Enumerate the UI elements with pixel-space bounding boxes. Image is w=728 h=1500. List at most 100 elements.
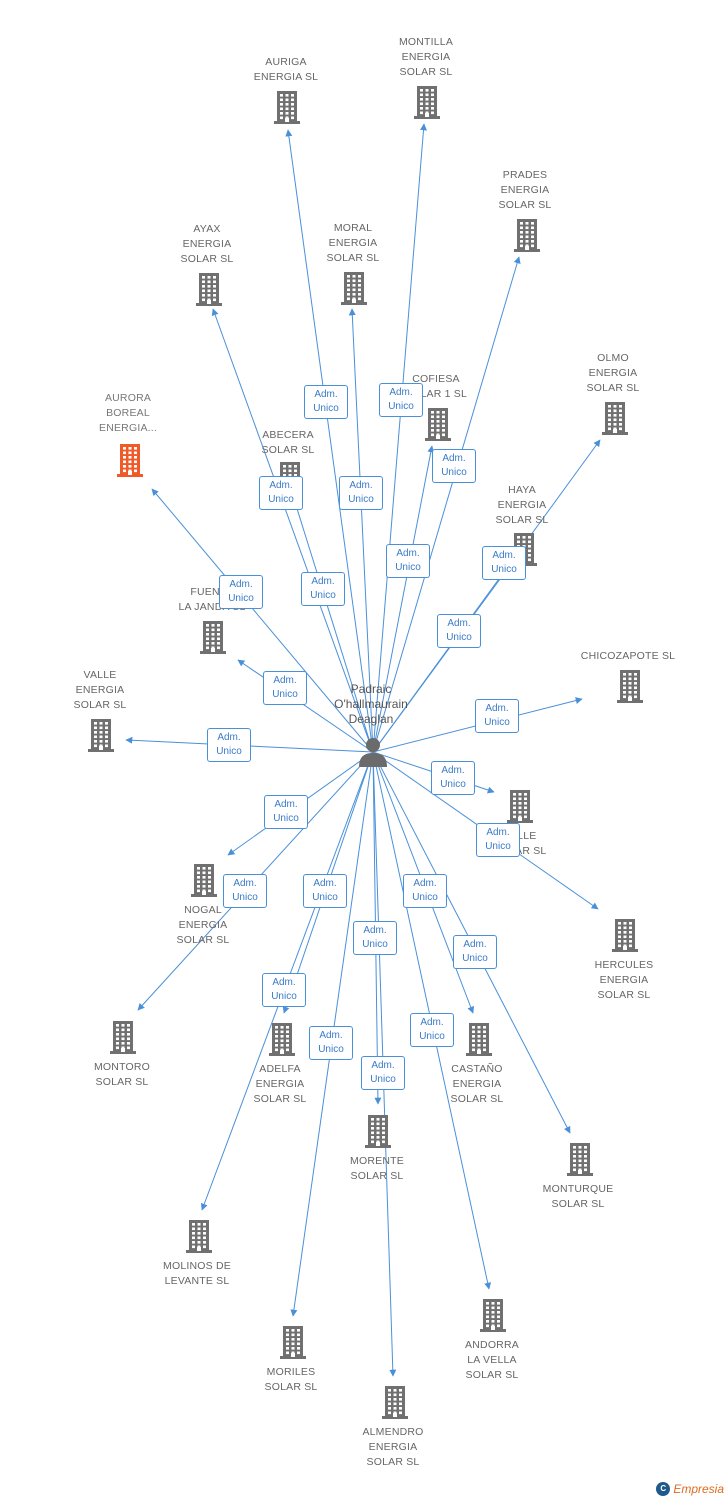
role-badge-olmo[interactable]: Adm.Unico [482, 546, 526, 580]
role-badge-text: Adm. [272, 977, 296, 988]
role-badge-abecera[interactable]: Adm.Unico [301, 572, 345, 606]
role-badge-nogal[interactable]: Adm.Unico [264, 795, 308, 829]
role-badge-adelfa[interactable]: Adm.Unico [303, 874, 347, 908]
role-badge-text: Adm. [447, 618, 471, 629]
role-badge-valle[interactable]: Adm. Unico [207, 728, 251, 762]
role-badge-morente[interactable]: Adm.Unico [353, 921, 397, 955]
aurora-building-icon[interactable] [116, 443, 144, 477]
company-label-line: SOLAR SL [465, 1369, 519, 1381]
role-badge-text: Adm. [217, 732, 241, 743]
company-label-line: ENERGIA [452, 1078, 502, 1090]
hercules-building-icon[interactable] [611, 918, 639, 952]
andorra-building-icon[interactable] [479, 1298, 507, 1332]
role-badge-chicozapote[interactable]: Adm.Unico [475, 699, 519, 733]
role-badge-fuente[interactable]: Adm.Unico [263, 671, 307, 705]
valle2-company-label[interactable]: VALLESOLAR SL [455, 829, 585, 859]
role-badge-prades[interactable]: Adm.Unico [432, 449, 476, 483]
person-name[interactable]: Padraic O'hallmaurain Deaglan [306, 682, 436, 727]
role-badge-montoro[interactable]: Adm.Unico [223, 874, 267, 908]
adelfa-building-icon[interactable] [268, 1022, 296, 1056]
ayax-building-icon[interactable] [195, 272, 223, 306]
company-label-line: SOLAR SL [261, 444, 315, 456]
cofiesa-building-icon[interactable] [424, 407, 452, 441]
person-name-line-2: O'hallmaurain [334, 697, 408, 711]
valle2-building-icon[interactable] [506, 789, 534, 823]
nogal-building-icon[interactable] [190, 863, 218, 897]
company-label-line: AURIGA [265, 56, 307, 68]
moriles-building-icon[interactable] [279, 1325, 307, 1359]
fuente-building-icon[interactable] [199, 620, 227, 654]
role-badge-cofiesa[interactable]: Adm.Unico [386, 544, 430, 578]
montoro-building-icon[interactable] [109, 1020, 137, 1054]
morente-building-icon[interactable] [364, 1114, 392, 1148]
role-badge-valle2[interactable]: Adm.Unico [431, 761, 475, 795]
edge-aurora [151, 488, 374, 753]
role-badge-hercules[interactable]: Adm.Unico [476, 823, 520, 857]
role-badge-molinos[interactable]: Adm.Unico [262, 973, 306, 1007]
company-label-line: HAYA [508, 484, 536, 496]
company-label-line: MORAL [333, 222, 373, 234]
role-badge-monturque[interactable]: Adm.Unico [453, 935, 497, 969]
edge-abecera [292, 498, 374, 753]
company-label-line: ENERGIA [255, 1078, 305, 1090]
chicozapote-company-label[interactable]: CHICOZAPOTE SL [563, 649, 693, 664]
company-label-line: ADELFA [259, 1063, 301, 1075]
chicozapote-building-icon[interactable] [616, 669, 644, 703]
role-badge-text: Adm. [389, 387, 413, 398]
company-label-line: ENERGIA [599, 974, 649, 986]
role-badge-moriles[interactable]: Adm.Unico [309, 1026, 353, 1060]
role-badge-haya[interactable]: Adm.Unico [437, 614, 481, 648]
company-label-line: ENERGIA [178, 919, 228, 931]
company-label-line: MONTILLA [398, 36, 454, 48]
company-label-line: SOLAR SL [450, 1093, 504, 1105]
role-badge-text: Unico [370, 1074, 396, 1085]
prades-building-icon[interactable] [513, 218, 541, 252]
role-badge-auriga[interactable]: Adm.Unico [304, 385, 348, 419]
role-badge-andorra[interactable]: Adm.Unico [410, 1013, 454, 1047]
role-badge-montilla[interactable]: Adm.Unico [379, 383, 423, 417]
role-badge-text: Adm. [349, 480, 373, 491]
company-label-line: ENERGIA [497, 499, 547, 511]
molinos-building-icon[interactable] [185, 1219, 213, 1253]
role-badge-text: Adm. [396, 548, 420, 559]
person-icon[interactable] [358, 736, 388, 768]
valle-building-icon[interactable] [87, 718, 115, 752]
auriga-building-icon[interactable] [273, 90, 301, 124]
castano-building-icon[interactable] [465, 1022, 493, 1056]
monturque-building-icon[interactable] [566, 1142, 594, 1176]
role-badge-almendro[interactable]: Adm.Unico [361, 1056, 405, 1090]
montilla-building-icon[interactable] [413, 85, 441, 119]
almendro-building-icon[interactable] [381, 1385, 409, 1419]
company-label-line: NOGAL [184, 904, 222, 916]
role-badge-castano[interactable]: Adm.Unico [403, 874, 447, 908]
moral-building-icon[interactable] [340, 271, 368, 305]
role-badge-text: Unico [273, 813, 299, 824]
olmo-building-icon[interactable] [601, 401, 629, 435]
role-badge-aurora[interactable]: Adm.Unico [219, 575, 263, 609]
role-badge-ayax[interactable]: Adm.Unico [259, 476, 303, 510]
company-label-line: SOLAR SL [326, 252, 380, 264]
role-badge-text: Unico [216, 746, 242, 757]
role-badge-moral[interactable]: Adm.Unico [339, 476, 383, 510]
